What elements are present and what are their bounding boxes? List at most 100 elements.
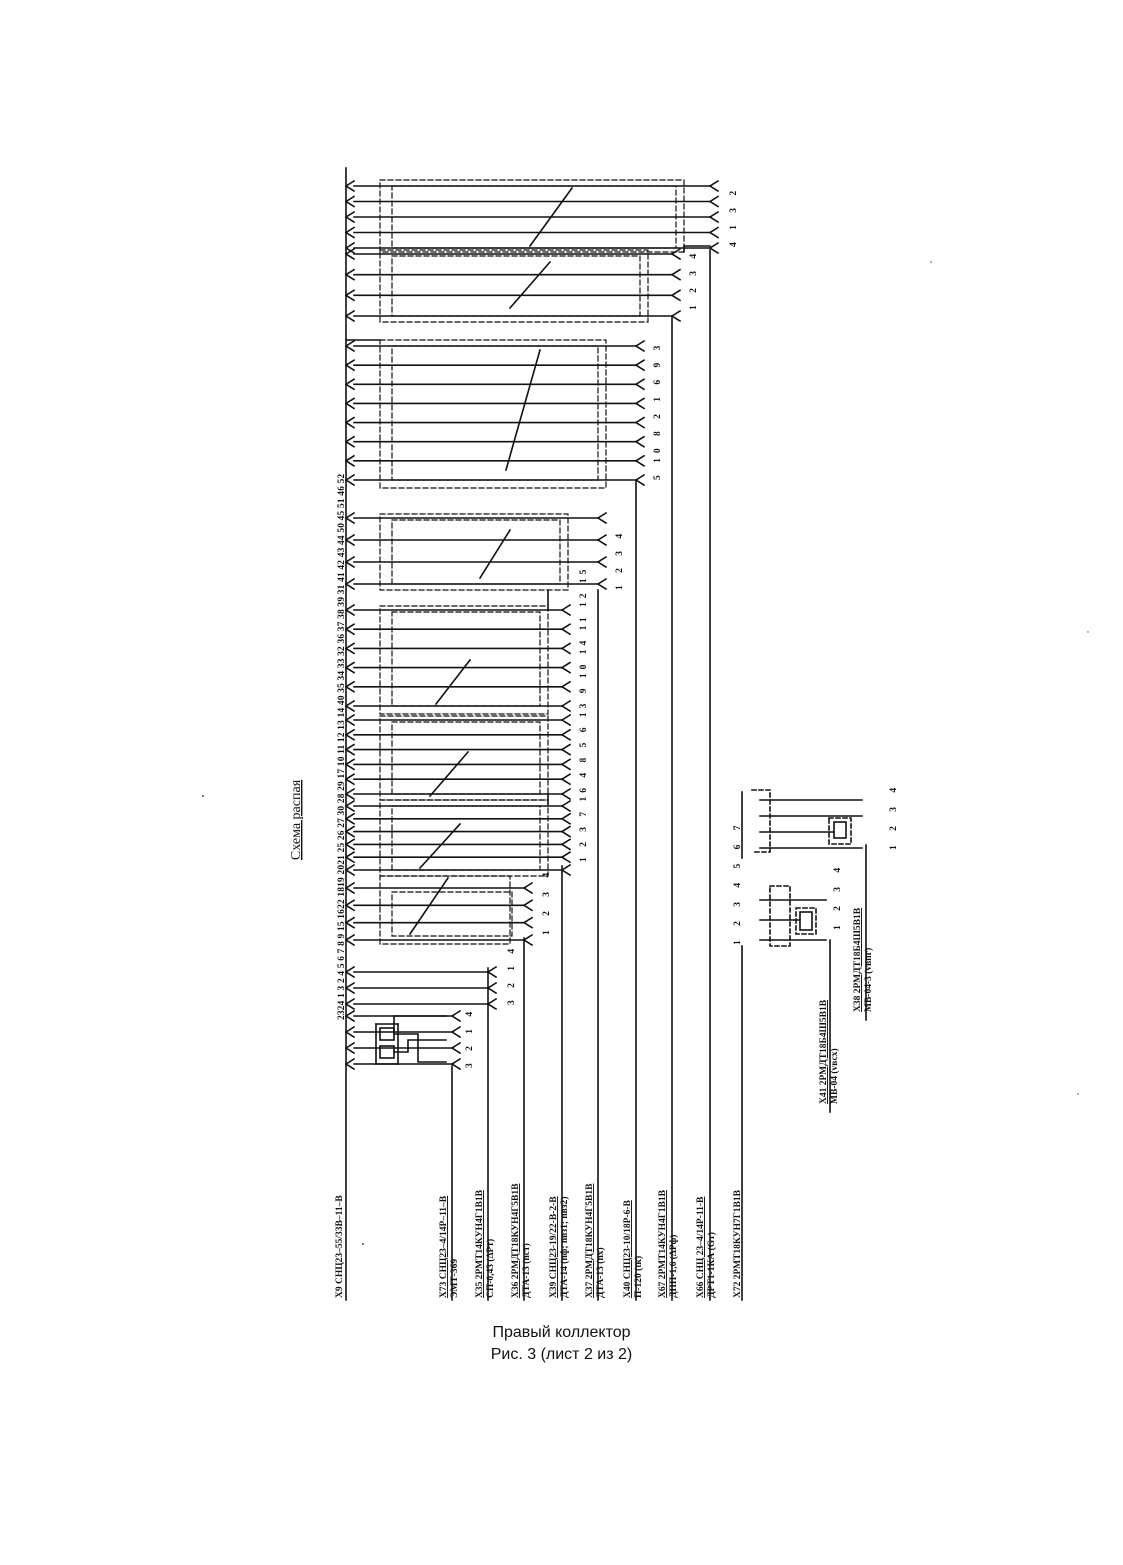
twist-mark	[408, 876, 450, 936]
svg-text:X36 2РМДТ18КУН4Г5В1В: X36 2РМДТ18КУН4Г5В1В	[511, 1183, 521, 1298]
caption-figure: Рис. 3 (лист 2 из 2)	[490, 1346, 633, 1363]
svg-text:X41 2РМДТ18Б4Ш5В1В: X41 2РМДТ18Б4Ш5В1В	[819, 999, 829, 1104]
contact-tick	[344, 179, 356, 193]
x38-pins: 1 2 3 4	[889, 782, 899, 850]
contact-tick	[634, 339, 646, 353]
shield-outline	[379, 605, 549, 715]
contact-tick	[522, 881, 534, 895]
contact-tick	[344, 1009, 356, 1023]
shield-outline	[379, 799, 549, 877]
contact-tick	[344, 195, 356, 208]
twist-mark	[434, 658, 472, 706]
contact-tick	[344, 799, 356, 813]
svg-text:X9 СНЦ23–55/33В–11–В: X9 СНЦ23–55/33В–11–В	[335, 1195, 345, 1298]
connector-x38-label: X38 2РМДТ18Б4Ш5В1В МВ-04-3 (vвпг)	[853, 907, 874, 1012]
contact-tick	[560, 743, 572, 756]
svg-text:X38 2РМДТ18Б4Ш5В1В: X38 2РМДТ18Б4Ш5В1В	[853, 907, 863, 1012]
svg-text:ДТА-13 (nст): ДТА-13 (nст)	[521, 1243, 532, 1298]
connector-x39-label: X39 СНЦ23-19/22-В-2-В ДТА-14 (nф; nвз1; …	[549, 1196, 570, 1298]
svg-text:ДПП-1,6 (ΔРф): ДПП-1,6 (ΔРф)	[668, 1235, 679, 1298]
contact-tick	[450, 1025, 462, 1039]
contact-tick	[344, 454, 356, 467]
contact-tick	[344, 661, 356, 674]
contact-tick	[344, 787, 356, 801]
svg-text:ДТА-13 (nх): ДТА-13 (nх)	[595, 1247, 606, 1298]
contact-tick	[344, 642, 356, 655]
svg-text:МВ-04-3 (vвпг): МВ-04-3 (vвпг)	[863, 948, 874, 1012]
contact-tick	[560, 825, 572, 838]
contact-tick	[344, 1041, 356, 1055]
contact-tick	[670, 268, 682, 281]
shield-outline	[379, 249, 649, 323]
connector-x9-label: X9 СНЦ23–55/33В–11–В	[335, 1195, 345, 1298]
twist-mark	[505, 349, 541, 471]
contact-tick	[634, 416, 646, 429]
twist-mark	[418, 822, 462, 870]
contact-tick	[560, 603, 572, 617]
svg-text:X73 СНЦ23–4/14Р–11–В: X73 СНЦ23–4/14Р–11–В	[439, 1195, 449, 1298]
contact-tick	[486, 981, 498, 995]
contact-tick	[522, 899, 534, 912]
svg-text:X37 2РМДТ18КУН4Г5В1В: X37 2РМДТ18КУН4Г5В1В	[585, 1183, 595, 1298]
connector-x36-label: X36 2РМДТ18КУН4Г5В1В ДТА-13 (nст)	[511, 1183, 532, 1298]
contact-tick	[344, 1057, 356, 1071]
contact-tick	[344, 555, 356, 569]
contact-tick	[560, 863, 572, 877]
contact-tick	[344, 997, 356, 1011]
contact-tick	[344, 416, 356, 429]
svg-text:ДТА-14 (nф; nвз1; nвз2): ДТА-14 (nф; nвз1; nвз2)	[559, 1196, 570, 1298]
contact-tick	[344, 533, 356, 547]
x73-resistors	[375, 1015, 447, 1065]
contact-tick	[708, 226, 720, 239]
shield-outline	[391, 255, 641, 317]
contact-tick	[560, 623, 572, 636]
svg-text:ЭМТ-369: ЭМТ-369	[450, 1259, 460, 1298]
contact-tick	[596, 577, 608, 591]
x39-pins: 1 2 3 7 16 4 8 5 6 13 9 10 14 11 12 15	[579, 566, 589, 862]
svg-text:П-120 (tк): П-120 (tк)	[633, 1256, 644, 1298]
svg-text:СП-0,43 (ΔРт): СП-0,43 (ΔРт)	[485, 1239, 496, 1298]
contact-tick	[522, 916, 534, 929]
contact-tick	[344, 309, 356, 323]
shield-outline	[391, 611, 541, 707]
twist-mark	[428, 750, 470, 798]
contact-tick	[344, 838, 356, 851]
contact-tick	[344, 981, 356, 995]
contact-tick	[560, 799, 572, 813]
shield-outline	[379, 179, 685, 253]
twist-mark	[508, 260, 552, 310]
contact-tick	[708, 179, 720, 193]
contact-tick	[344, 1025, 356, 1039]
caption-collector: Правый коллектор	[492, 1324, 631, 1341]
contact-tick	[560, 699, 572, 713]
x72-pins: 1 2 3 4 5 6 7	[733, 820, 743, 946]
contact-tick	[708, 241, 720, 255]
x38-sensor-block	[751, 789, 863, 853]
x73-pins: 3 2 1 4	[465, 1007, 475, 1068]
contact-tick	[634, 473, 646, 487]
contact-tick	[344, 758, 356, 771]
contact-tick	[670, 309, 682, 323]
contact-tick	[560, 812, 572, 825]
contact-tick	[596, 555, 608, 569]
shield-outline	[391, 721, 541, 795]
contact-tick	[450, 1057, 462, 1071]
contact-tick	[344, 339, 356, 353]
shield-outline	[379, 513, 569, 591]
shield-outline	[379, 715, 549, 801]
sensor-icon	[799, 911, 813, 931]
contact-tick	[450, 1009, 462, 1023]
x9-contact-ticks	[344, 179, 720, 1071]
top-pin-numbers: 2324 1 3 2 4 5 6 7 8 9 15 1622 1819 2021…	[337, 473, 347, 1020]
contact-tick	[344, 623, 356, 636]
contact-tick	[634, 454, 646, 467]
contact-tick	[344, 210, 356, 224]
contact-tick	[344, 863, 356, 877]
contact-tick	[634, 359, 646, 372]
shield-groups	[379, 179, 685, 945]
contact-tick	[344, 378, 356, 391]
contact-tick	[560, 728, 572, 741]
connector-x66-label: X66 СНЦ 23–4/14Р-11-В ДРТ1-1КА (Gт)	[696, 1196, 717, 1298]
contact-tick	[486, 997, 498, 1011]
